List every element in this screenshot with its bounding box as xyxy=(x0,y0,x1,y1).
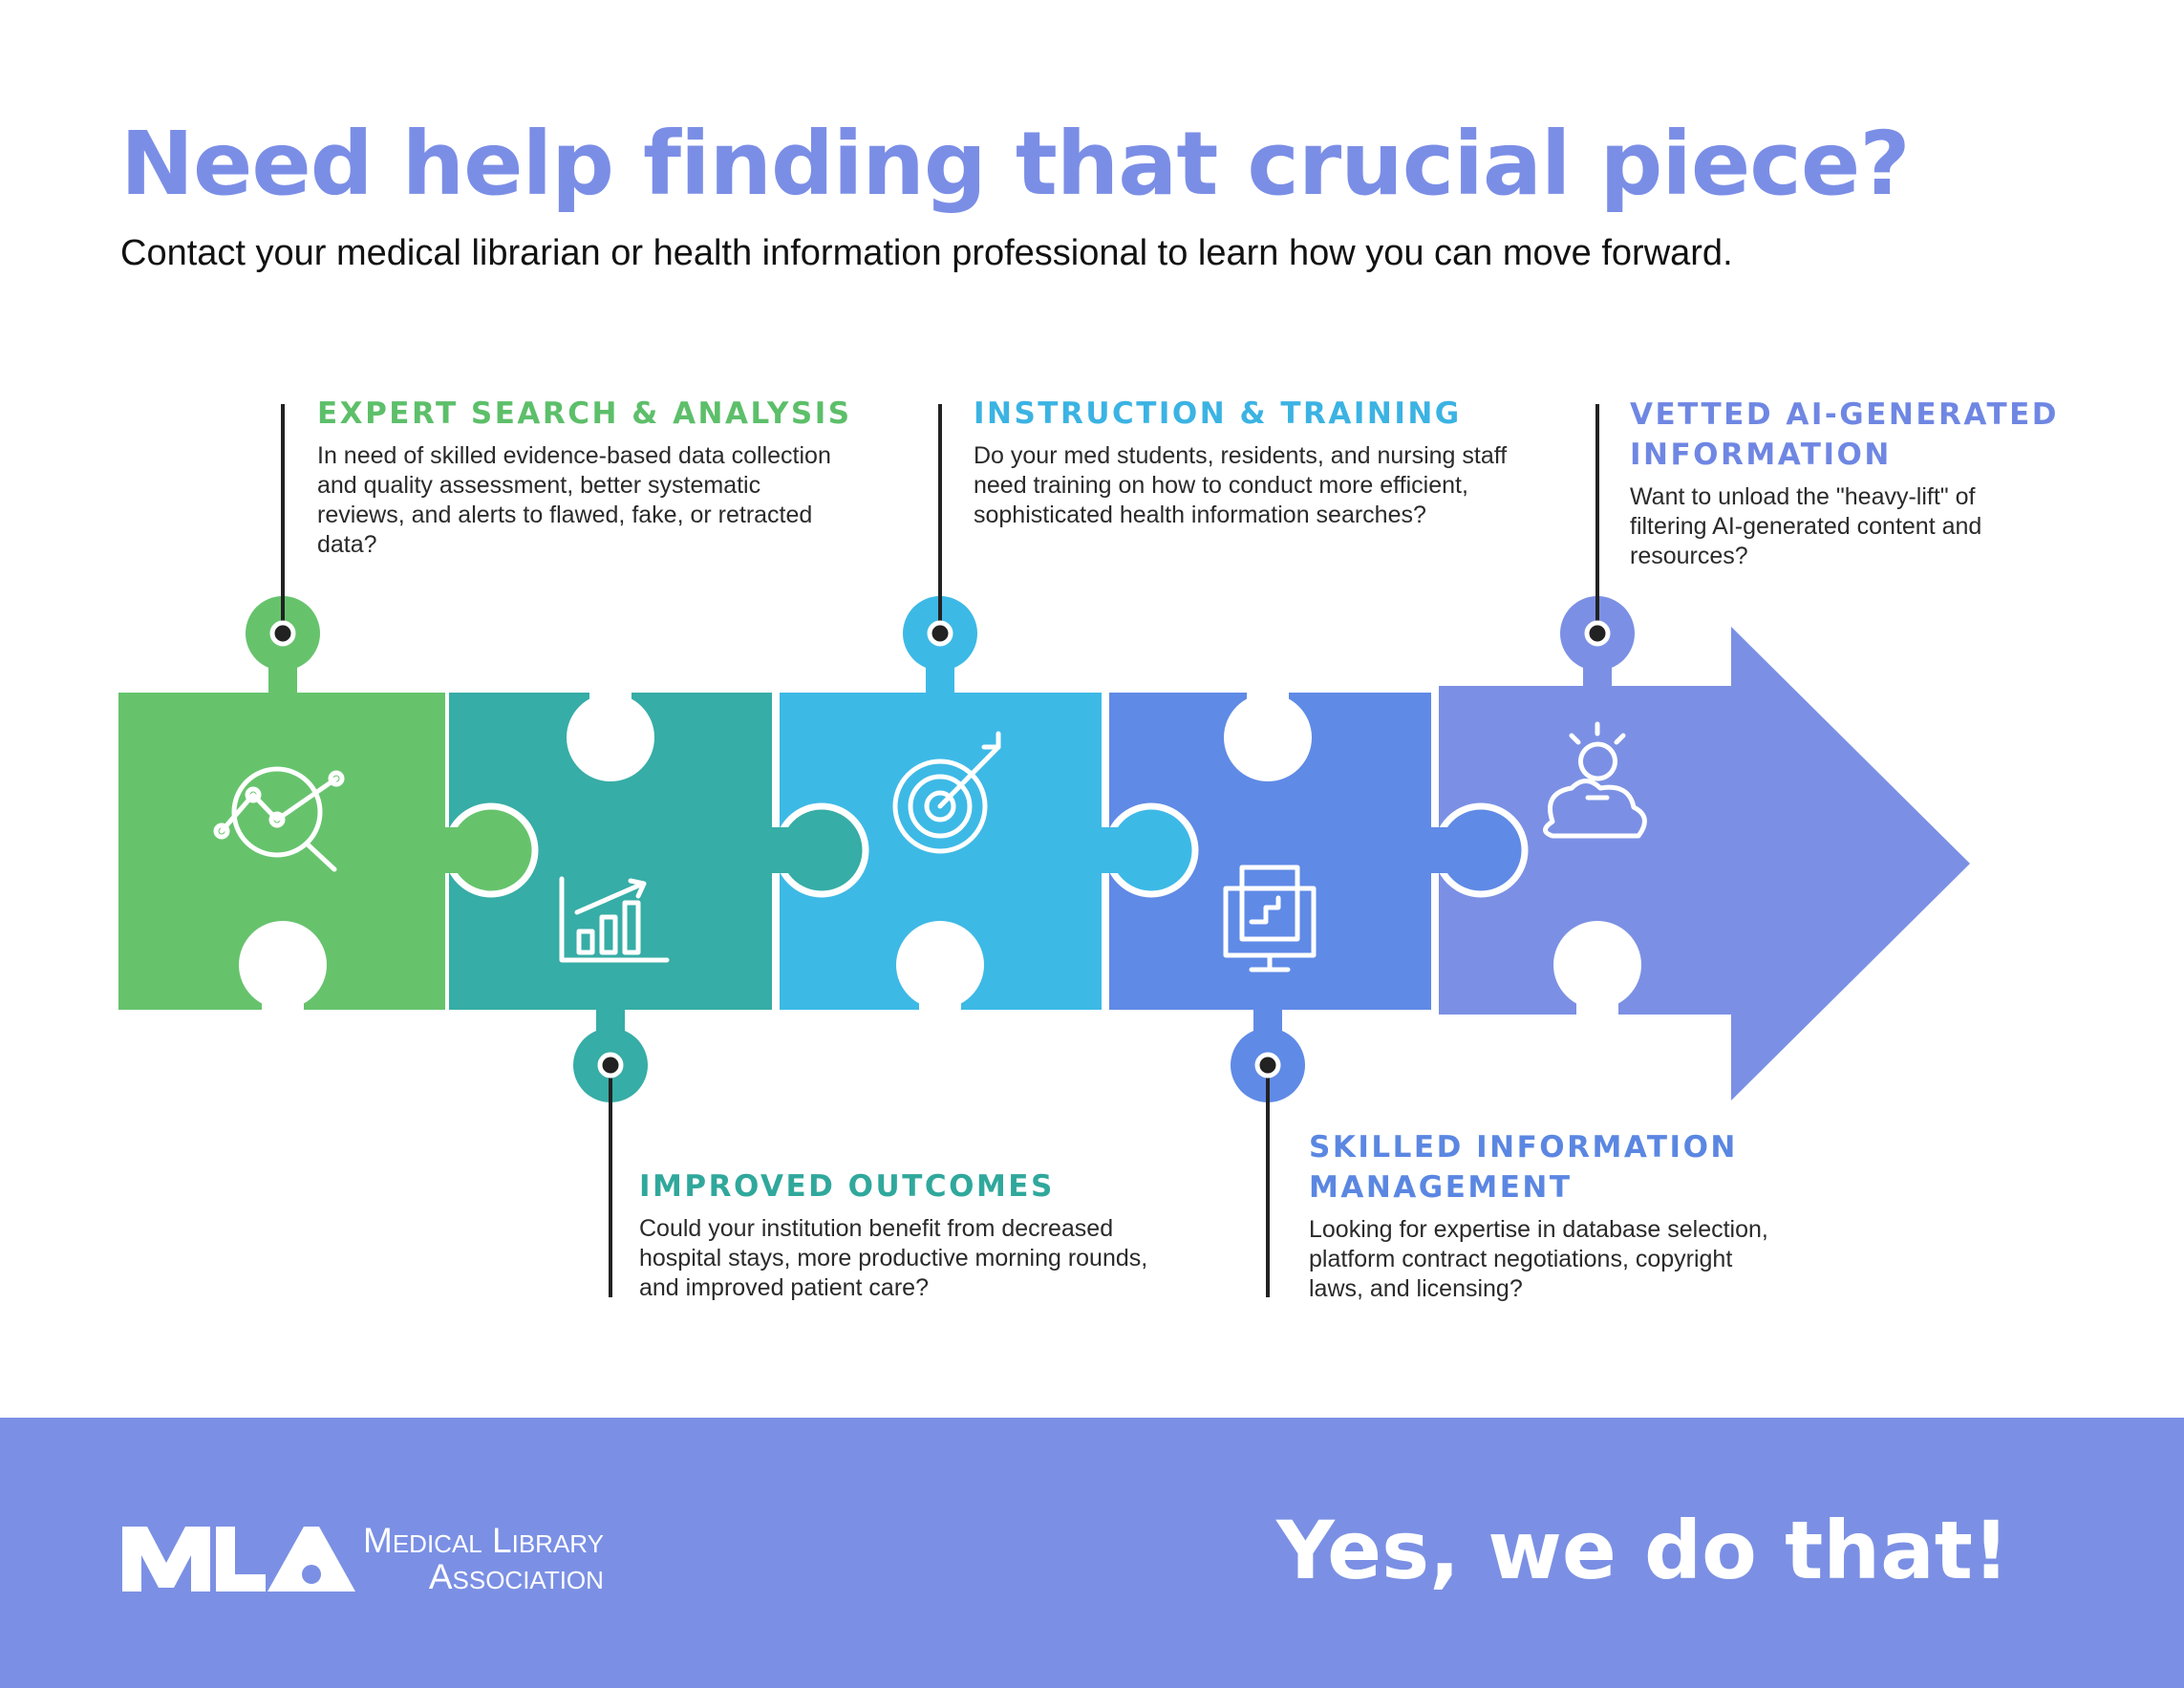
step-title: INSTRUCTION & TRAINING xyxy=(974,396,1462,431)
step-body: Want to unload the "heavy-lift" of filte… xyxy=(1630,483,1982,569)
step-body: Looking for expertise in database select… xyxy=(1309,1216,1768,1302)
step-title: IMPROVED OUTCOMES xyxy=(639,1169,1055,1204)
step-title: EXPERT SEARCH & ANALYSIS xyxy=(317,396,852,431)
slogan: Yes, we do that! xyxy=(1276,1504,2010,1597)
brain-lightbulb-icon xyxy=(1543,721,1647,839)
step-skilled-info-management: SKILLED INFORMATION MANAGEMENT Looking f… xyxy=(1309,1127,1768,1304)
step-improved-outcomes: IMPROVED OUTCOMES Could your institution… xyxy=(639,1166,1174,1303)
target-icon xyxy=(892,731,1001,854)
step-body: In need of skilled evidence-based data c… xyxy=(317,442,831,558)
magnifier-chart-icon xyxy=(213,766,345,872)
mla-logo-mark xyxy=(122,1527,355,1592)
step-title: SKILLED INFORMATION MANAGEMENT xyxy=(1309,1130,1738,1205)
step-expert-search: EXPERT SEARCH & ANALYSIS In need of skil… xyxy=(317,394,852,560)
growth-chart-icon xyxy=(559,876,670,963)
puzzle-graphic xyxy=(118,404,1970,1297)
page-subtitle: Contact your medical librarian or health… xyxy=(120,233,1733,273)
logo-line-2: Association xyxy=(428,1557,604,1596)
footer-banner: Medical Library Association Yes, we do t… xyxy=(0,1418,2184,1688)
step-body: Do your med students, residents, and nur… xyxy=(974,442,1508,528)
step-title: VETTED AI-GENERATED INFORMATION xyxy=(1630,397,2060,472)
connector-lines xyxy=(281,404,1599,1297)
page-title: Need help finding that crucial piece? xyxy=(120,113,1911,215)
step-vetted-ai: VETTED AI-GENERATED INFORMATION Want to … xyxy=(1630,395,2079,571)
step-instruction-training: INSTRUCTION & TRAINING Do your med stude… xyxy=(974,394,1547,530)
step-body: Could your institution benefit from decr… xyxy=(639,1215,1148,1301)
computer-report-icon xyxy=(1223,865,1317,972)
mla-logo: Medical Library Association xyxy=(122,1523,604,1595)
logo-line-1: Medical Library xyxy=(363,1521,604,1560)
